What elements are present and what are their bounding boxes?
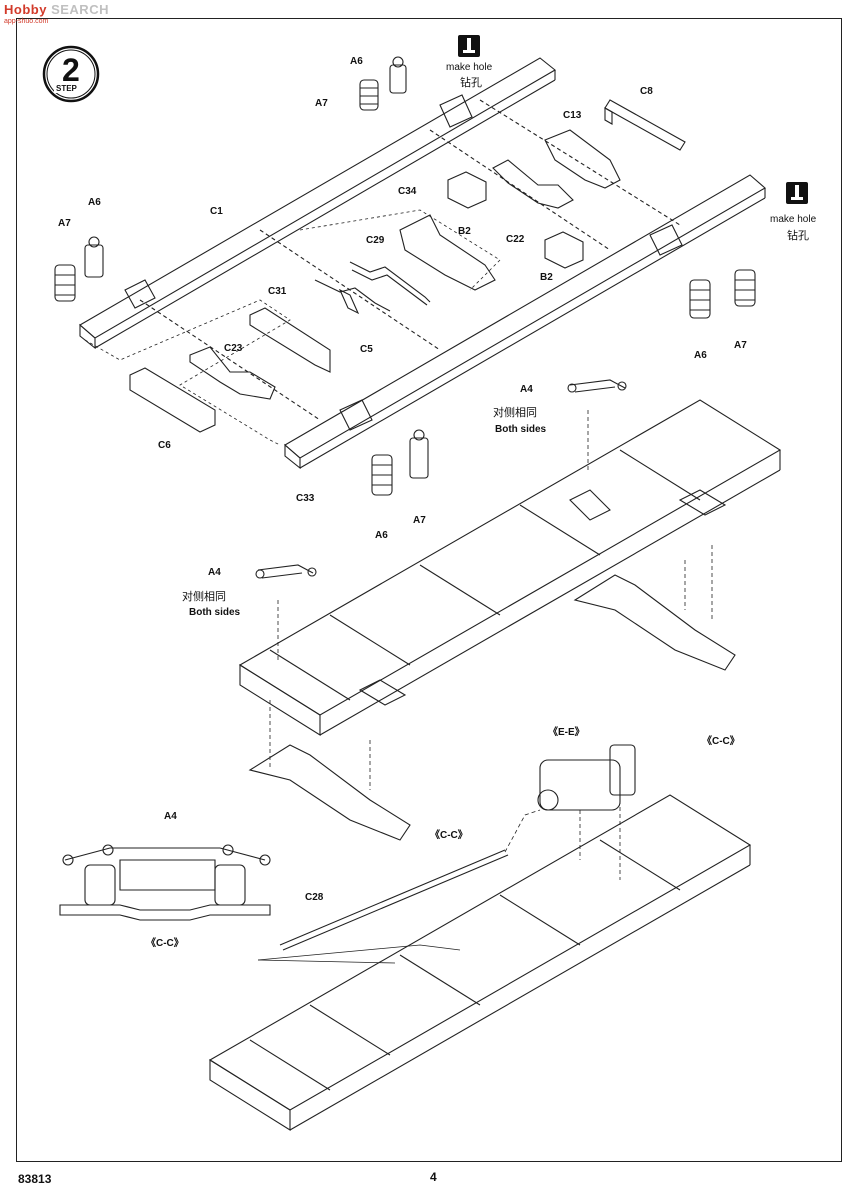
part-c22 bbox=[492, 159, 574, 209]
axle-cc-right bbox=[573, 574, 736, 671]
step-number: 2 bbox=[62, 52, 80, 88]
label-both-sides-cn: 对侧相同 bbox=[182, 591, 226, 603]
chassis-assembly-bottom bbox=[208, 794, 752, 1131]
shock-a6-left bbox=[84, 236, 104, 278]
spring-a7-right bbox=[734, 269, 756, 307]
page-number: 4 bbox=[430, 1170, 437, 1184]
label-c23: C23 bbox=[224, 343, 243, 354]
label-c8: C8 bbox=[640, 86, 653, 97]
part-b2-a bbox=[447, 171, 487, 209]
label-a4: A4 bbox=[164, 811, 177, 822]
part-c5 bbox=[314, 279, 391, 315]
shock-a6-top bbox=[389, 56, 407, 94]
step-word: STEP bbox=[54, 84, 79, 93]
label-both-sides: Both sides bbox=[189, 607, 241, 618]
part-c8 bbox=[604, 99, 686, 151]
engine-ee bbox=[537, 744, 636, 811]
label-a6: A6 bbox=[375, 530, 388, 541]
label-c13: C13 bbox=[563, 110, 582, 121]
label-both-sides-cn: 对侧相同 bbox=[493, 407, 537, 419]
product-code: 83813 bbox=[18, 1172, 52, 1186]
label-c22: C22 bbox=[506, 234, 525, 245]
label-b2: B2 bbox=[458, 226, 471, 237]
spring-a6-right bbox=[689, 279, 711, 319]
step-badge bbox=[42, 45, 100, 103]
label-make-hole: make hole bbox=[770, 214, 817, 225]
spring-a7-top bbox=[359, 79, 379, 111]
label-a7: A7 bbox=[413, 515, 426, 526]
label-drill-cn: 钻孔 bbox=[787, 230, 809, 242]
drill-icon bbox=[786, 182, 808, 204]
part-c29 bbox=[349, 261, 431, 306]
spring-a7-left bbox=[54, 264, 76, 302]
label-make-hole: make hole bbox=[446, 62, 493, 73]
label-c1: C1 bbox=[210, 206, 223, 217]
label-b2: B2 bbox=[540, 272, 553, 283]
shock-a7-bottom bbox=[409, 429, 429, 479]
part-c34 bbox=[399, 214, 496, 291]
label-ee: 《E-E》 bbox=[548, 727, 585, 738]
label-a4: A4 bbox=[208, 567, 221, 578]
drill-icon bbox=[458, 35, 480, 57]
label-a6: A6 bbox=[88, 197, 101, 208]
label-c33: C33 bbox=[296, 493, 315, 504]
label-c34: C34 bbox=[398, 186, 417, 197]
axle-cc-left bbox=[248, 744, 411, 841]
label-c6: C6 bbox=[158, 440, 171, 451]
label-a7: A7 bbox=[734, 340, 747, 351]
chassis-frame-exploded bbox=[79, 57, 766, 470]
watermark-url: app-shuo.com bbox=[4, 18, 49, 25]
label-a7: A7 bbox=[315, 98, 328, 109]
part-c6 bbox=[129, 367, 216, 433]
label-both-sides: Both sides bbox=[495, 424, 547, 435]
label-c31: C31 bbox=[268, 286, 287, 297]
label-cc: 《C-C》 bbox=[430, 830, 468, 841]
link-a4-mid-left bbox=[255, 564, 317, 579]
label-c29: C29 bbox=[366, 235, 385, 246]
label-a6: A6 bbox=[694, 350, 707, 361]
spring-a6-bottom bbox=[371, 454, 393, 496]
part-c23 bbox=[189, 346, 276, 400]
shaft-c28 bbox=[279, 849, 509, 951]
page-border bbox=[16, 18, 842, 1162]
link-a4-mid-right bbox=[567, 379, 627, 393]
label-a4: A4 bbox=[520, 384, 533, 395]
watermark-logo: Hobby SEARCH bbox=[4, 2, 109, 17]
label-c5: C5 bbox=[360, 344, 373, 355]
chassis-assembly-middle bbox=[238, 399, 782, 736]
label-c28: C28 bbox=[305, 892, 324, 903]
part-c31 bbox=[249, 307, 331, 373]
label-cc: 《C-C》 bbox=[146, 938, 184, 949]
axle-detail-cc bbox=[59, 844, 271, 921]
label-cc: 《C-C》 bbox=[702, 736, 740, 747]
label-a6: A6 bbox=[350, 56, 363, 67]
label-a7: A7 bbox=[58, 218, 71, 229]
part-b2-b bbox=[544, 231, 584, 269]
part-c13 bbox=[544, 129, 621, 189]
label-drill-cn: 钻孔 bbox=[460, 77, 482, 89]
